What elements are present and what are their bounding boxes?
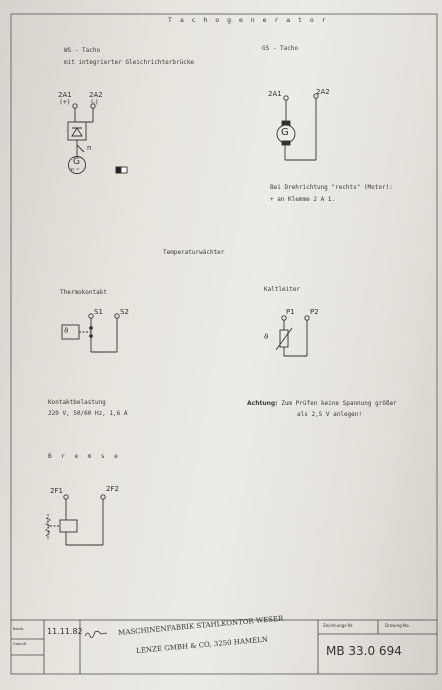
ws-tacho-circuit bbox=[67, 103, 128, 174]
drawing-border bbox=[10, 13, 438, 675]
generator-n-label: n ~ bbox=[71, 167, 80, 173]
kaltleiter-circuit bbox=[275, 315, 310, 357]
temperature-monitor-heading: Temperaturwächter bbox=[163, 249, 225, 256]
theta-symbol-ptc: ϑ bbox=[264, 333, 269, 341]
tb-label-drawing-no: Drawing-No. bbox=[385, 623, 410, 628]
achtung-note: Achtung: Zum Prüfen keine Spannung größe… bbox=[247, 401, 397, 407]
label-s2: S2 bbox=[120, 308, 129, 316]
bremse-circuit bbox=[45, 494, 106, 546]
theta-symbol: ϑ bbox=[64, 327, 69, 335]
thermokontakt-heading: Thermokontakt bbox=[60, 289, 107, 296]
label-minus: (-) bbox=[91, 99, 98, 106]
contact-load-heading: Kontaktbelastung bbox=[48, 399, 106, 406]
terminal-2a1-gs bbox=[283, 95, 289, 101]
label-p2: P2 bbox=[310, 308, 319, 316]
tb-date: 11.11.82 bbox=[47, 627, 83, 636]
terminal-p1 bbox=[281, 315, 287, 321]
generator-g-label-gs: G bbox=[281, 127, 289, 138]
diode-symbol bbox=[71, 127, 83, 137]
terminal-2a1 bbox=[72, 103, 78, 109]
terminal-s2 bbox=[114, 313, 120, 319]
label-2a2-gs: 2A2 bbox=[316, 88, 330, 96]
terminal-p2 bbox=[304, 315, 310, 321]
label-plus: (+) bbox=[60, 99, 70, 106]
achtung-text-line2: als 2,5 V anlegen! bbox=[297, 411, 363, 418]
generator-g-label: G bbox=[73, 157, 80, 167]
label-2a2: 2A2 bbox=[89, 91, 103, 99]
signature bbox=[84, 630, 108, 639]
drawing-number: MB 33.0 694 bbox=[326, 644, 402, 658]
bremse-heading: B r e m s e bbox=[48, 453, 121, 460]
terminal-2f2 bbox=[100, 494, 106, 500]
label-2f2: 2F2 bbox=[106, 485, 119, 493]
thermokontakt-circuit bbox=[61, 313, 120, 353]
achtung-text: Zum Prüfen keine Spannung größer bbox=[281, 400, 397, 407]
terminal-2f1 bbox=[63, 494, 69, 500]
tb-label-bearb: Bearb. bbox=[13, 627, 25, 631]
contact-load-value: 220 V, 50/60 Hz, 1,6 A bbox=[48, 410, 128, 417]
label-n: n bbox=[87, 144, 92, 152]
label-p1: P1 bbox=[286, 308, 295, 316]
generator-g-symbol bbox=[68, 156, 86, 174]
label-2f1: 2F1 bbox=[50, 487, 63, 495]
kaltleiter-heading: Kaltleiter bbox=[264, 286, 301, 293]
gs-tacho-circuit bbox=[276, 93, 319, 161]
rectifier-box bbox=[67, 121, 87, 141]
ws-tacho-subheading: mit integrierter Gleichrichterbrücke bbox=[64, 59, 195, 66]
tb-label-zeichnungs-nr: Zeichnungs-Nr. bbox=[323, 623, 354, 628]
brake-coil bbox=[59, 519, 78, 533]
label-2a1: 2A1 bbox=[58, 91, 72, 99]
terminal-s1 bbox=[88, 313, 94, 319]
gs-tacho-heading: GS - Tacho bbox=[262, 45, 299, 52]
achtung-label: Achtung: bbox=[247, 400, 278, 407]
rotation-note-line1: Bei Drehrichtung "rechts" (Motor): bbox=[270, 184, 393, 191]
label-s1: S1 bbox=[94, 308, 103, 316]
title-block-lines bbox=[11, 619, 437, 674]
page-title: T a c h o g e n e r a t o r bbox=[168, 16, 328, 24]
generator-g-symbol-gs bbox=[276, 124, 296, 144]
tb-label-geprueft: Geprüft bbox=[13, 642, 27, 646]
label-2a1-gs: 2A1 bbox=[268, 90, 282, 98]
ws-tacho-heading: WS - Tacho bbox=[64, 47, 101, 54]
rotation-note-line2: + an Klemme 2 A 1. bbox=[270, 196, 336, 203]
